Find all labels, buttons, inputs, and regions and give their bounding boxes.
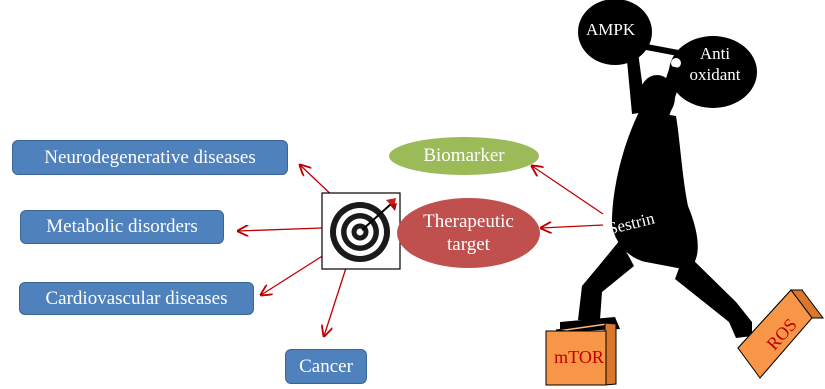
arrow-to-cardio: [261, 254, 325, 295]
ampk-label: AMPK: [586, 20, 636, 39]
metabolic-label: Metabolic disorders: [46, 216, 198, 237]
disease-box-cancer: Cancer: [285, 349, 367, 384]
arrow-to-metabolic: [238, 228, 323, 231]
mtor-crate: [545, 322, 617, 386]
arrow-to-biomarker: [532, 166, 604, 215]
ros-crate: [736, 289, 824, 379]
neurodegenerative-label: Neurodegenerative diseases: [44, 146, 256, 168]
arrow-to-cancer: [324, 267, 347, 336]
therapeutic-target-oval: Therapeutic target: [397, 198, 540, 268]
therapeutic-label-line1: Therapeutic: [423, 211, 514, 232]
biomarker-label: Biomarker: [423, 145, 505, 166]
disease-box-metabolic: Metabolic disorders: [20, 210, 224, 244]
biomarker-oval: Biomarker: [389, 137, 539, 175]
cardiovascular-label: Cardiovascular diseases: [45, 287, 228, 309]
antioxidant-label-line2: oxidant: [689, 65, 741, 84]
disease-box-neurodegenerative: Neurodegenerative diseases: [12, 140, 288, 175]
antioxidant-plate: [669, 36, 757, 108]
target-arrows: [238, 165, 347, 336]
sestrin-arrows: [532, 166, 604, 228]
cancer-label: Cancer: [299, 355, 353, 377]
mtor-label: mTOR: [554, 347, 604, 367]
disease-box-cardiovascular: Cardiovascular diseases: [19, 282, 254, 315]
arrow-to-therapeutic: [541, 225, 604, 228]
ampk-plate: [578, 0, 652, 65]
antioxidant-label-line1: Anti: [699, 44, 731, 63]
dartboard-target-icon: [321, 192, 401, 270]
therapeutic-label-line2: target: [447, 234, 490, 255]
